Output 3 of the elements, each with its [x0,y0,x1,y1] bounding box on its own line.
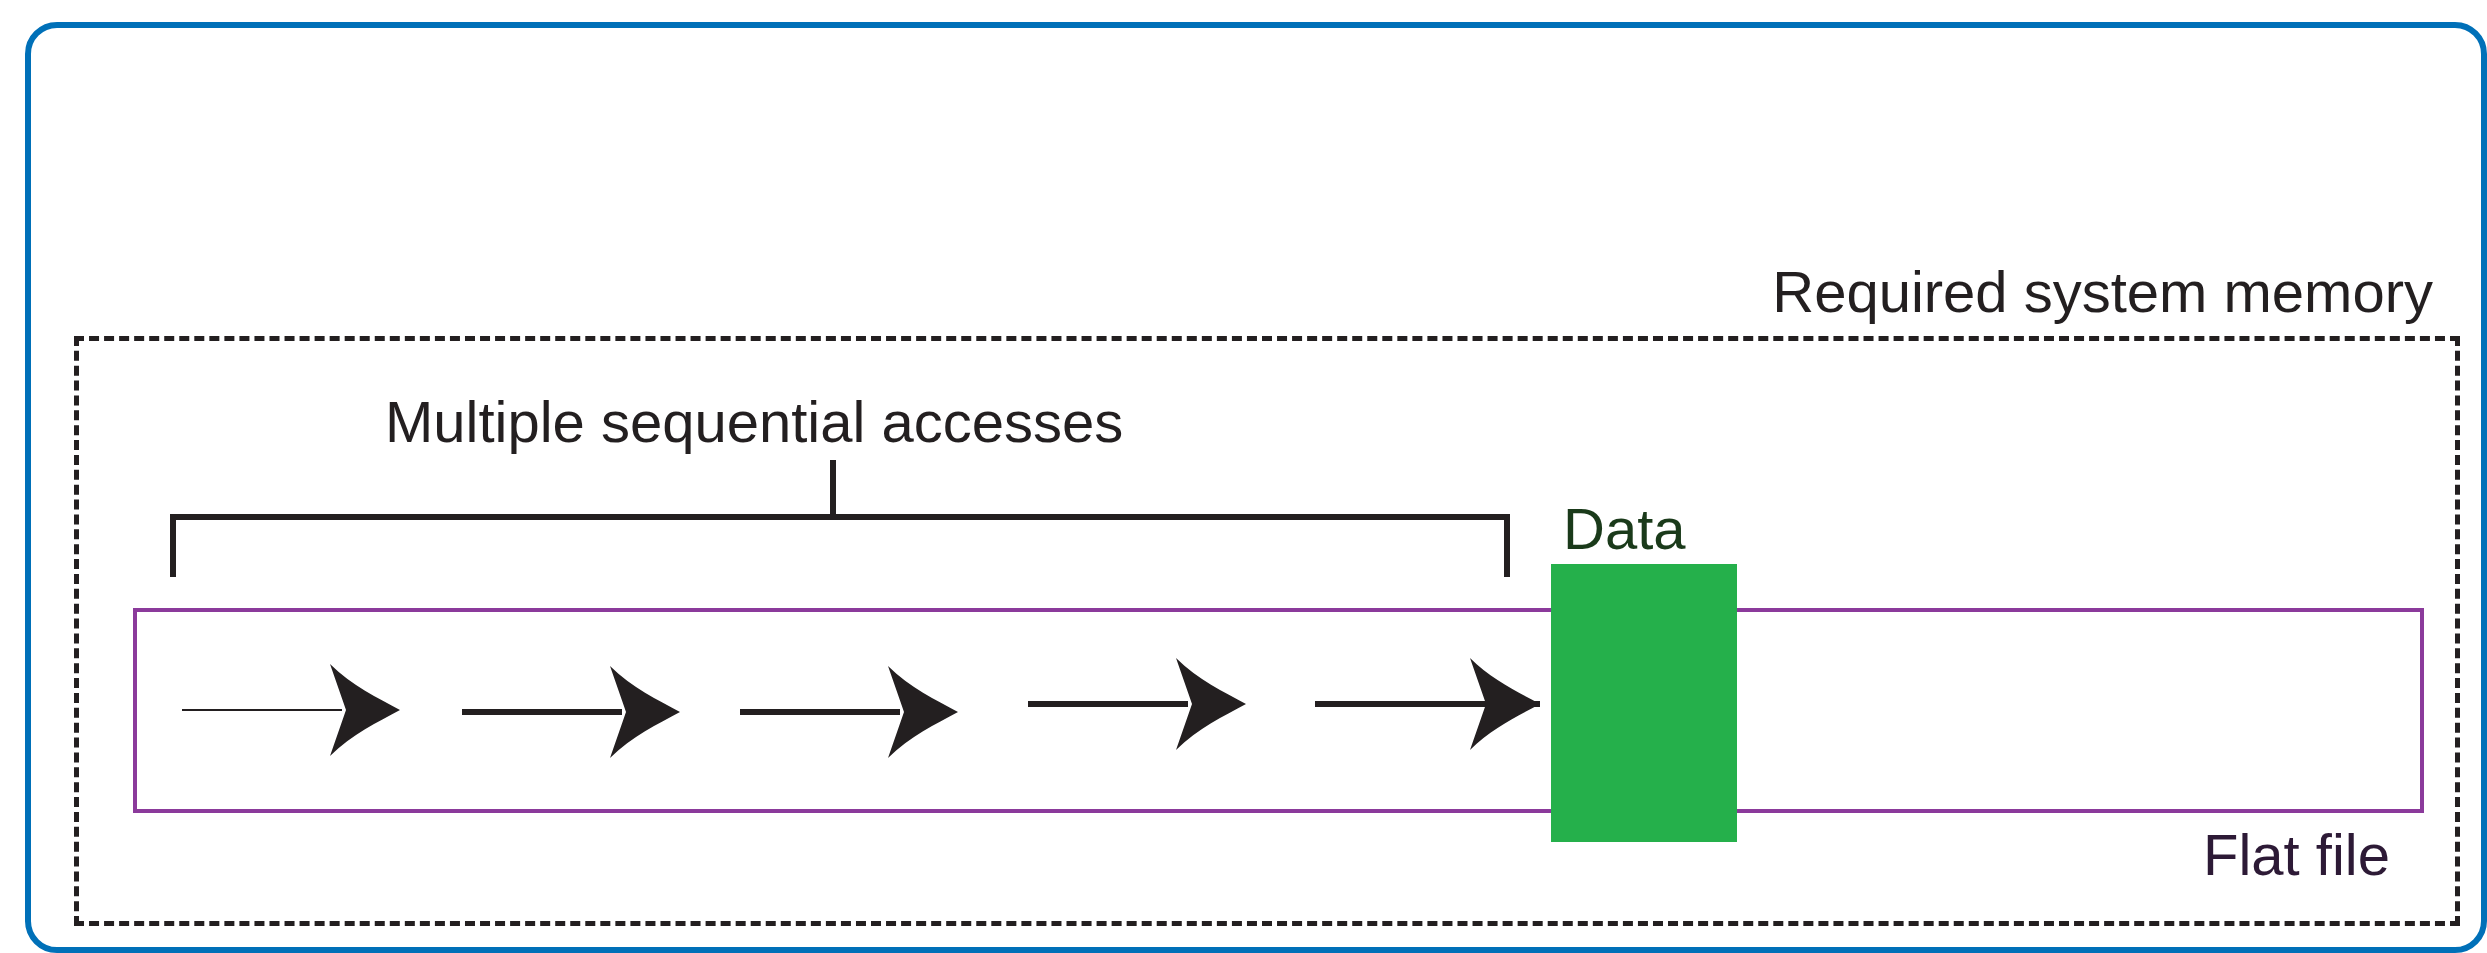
file-caption: Flat file [2203,826,2390,884]
data-caption: Data [1563,500,1686,558]
panel-frame [25,22,2487,953]
